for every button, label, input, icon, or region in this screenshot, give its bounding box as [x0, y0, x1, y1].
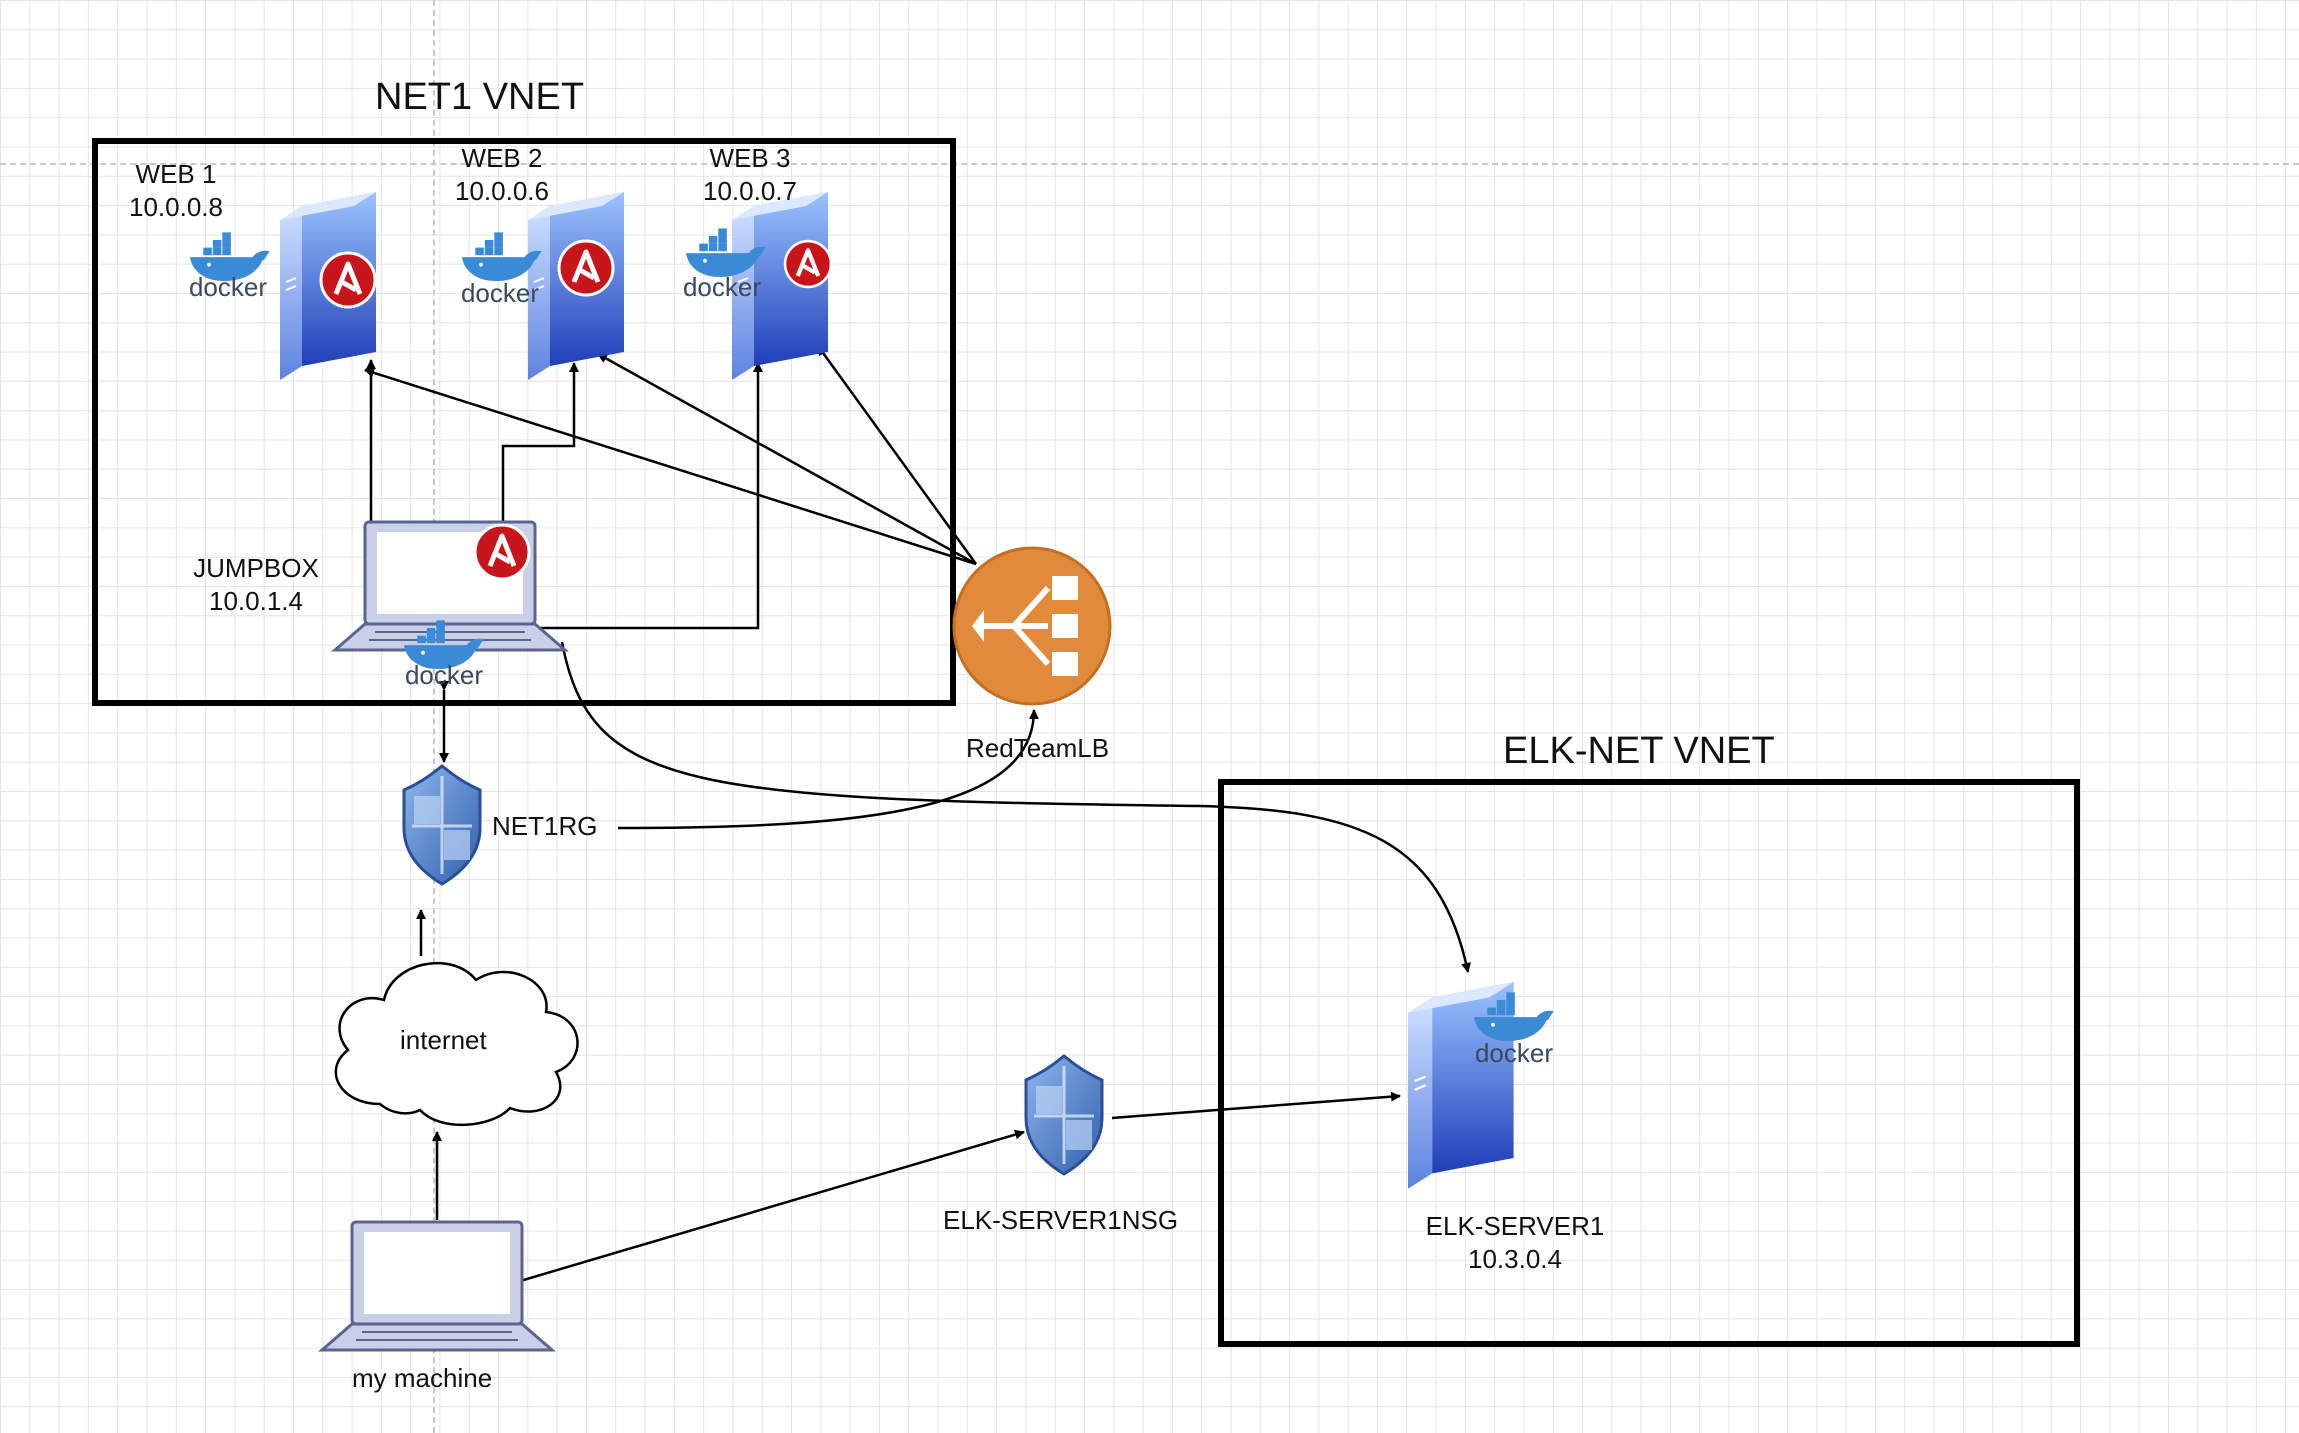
- jumpbox-ansible-icon: [475, 525, 529, 579]
- net1rg-label: NET1RG: [492, 811, 598, 841]
- edge-jumpbox-elk: [560, 641, 1472, 973]
- web3-ansible-icon: [785, 241, 831, 287]
- elk-vnet-title: ELK-NET VNET: [1503, 730, 1775, 772]
- web1-docker-text: docker: [189, 272, 267, 302]
- elk-server-ip: 10.3.0.4: [1468, 1243, 1562, 1274]
- web2-name: WEB 2: [461, 143, 543, 173]
- elk-vnet-box: [1218, 779, 2080, 1347]
- web3-docker-text: docker: [683, 272, 761, 302]
- my-machine-label: my machine: [352, 1363, 493, 1393]
- elk-server-label: ELK-SERVER1 10.3.0.4: [1420, 1210, 1610, 1275]
- edge-jumpbox-web3: [528, 362, 763, 630]
- elk-nsg-shield-icon: [1024, 1054, 1104, 1176]
- web1-label: WEB 1 10.0.0.8: [128, 158, 224, 223]
- lb-label: RedTeamLB: [966, 733, 1110, 763]
- web2-ansible-icon: [559, 241, 613, 295]
- jumpbox-docker-text: docker: [405, 660, 483, 690]
- web3-label: WEB 3 10.0.0.7: [702, 142, 798, 207]
- web3-ip: 10.0.0.7: [703, 175, 797, 206]
- edge-lb-web2: [597, 352, 977, 566]
- load-balancer-icon: [952, 546, 1112, 706]
- net1-vnet-title: NET1 VNET: [375, 76, 585, 118]
- web1-name: WEB 1: [135, 159, 217, 189]
- edge-net1rg-lb: [617, 709, 1039, 830]
- web2-docker-text: docker: [461, 278, 539, 308]
- dashed-guide-horizontal: [0, 163, 2299, 165]
- internet-label: internet: [400, 1025, 487, 1055]
- jumpbox-laptop-icon: [333, 520, 567, 652]
- elk-nsg-label: ELK-SERVER1NSG: [943, 1205, 1179, 1235]
- jumpbox-ip: 10.0.1.4: [209, 585, 303, 616]
- web1-ansible-icon: [321, 253, 375, 307]
- web2-ip: 10.0.0.6: [455, 175, 549, 206]
- web1-ip: 10.0.0.8: [129, 191, 223, 222]
- net1rg-shield-icon: [402, 764, 482, 886]
- elk-server-name: ELK-SERVER1: [1425, 1211, 1605, 1241]
- jumpbox-name: JUMPBOX: [193, 553, 319, 583]
- edge-nsg-elk: [1111, 1091, 1401, 1120]
- web2-label: WEB 2 10.0.0.6: [454, 142, 550, 207]
- edge-jumpbox-web2: [501, 362, 579, 532]
- web3-name: WEB 3: [709, 143, 791, 173]
- jumpbox-label: JUMPBOX 10.0.1.4: [186, 552, 326, 617]
- edge-lb-web3: [816, 345, 978, 565]
- edge-lb-web1: [364, 367, 977, 566]
- internet-cloud-icon: [334, 961, 579, 1127]
- edge-machine-nsg: [509, 1129, 1025, 1286]
- my-machine-laptop-icon: [320, 1220, 554, 1352]
- elk-docker-text: docker: [1475, 1038, 1553, 1068]
- dashed-guide-vertical: [433, 0, 435, 1433]
- net1-vnet-box: [92, 138, 956, 706]
